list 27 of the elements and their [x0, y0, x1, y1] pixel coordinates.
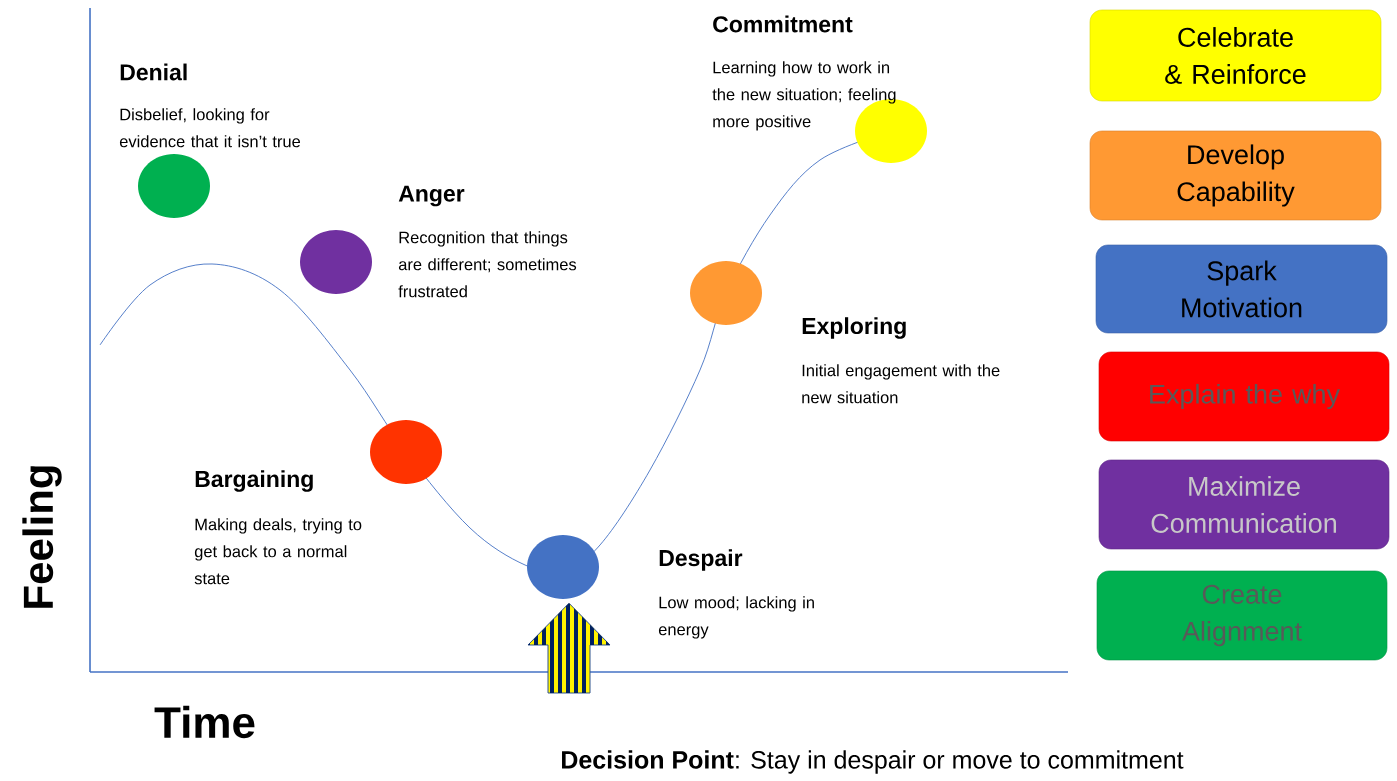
- stage-box: Develop Capability: [1089, 130, 1382, 221]
- stage-heading: Exploring: [802, 317, 906, 339]
- stage-circle: [690, 261, 762, 325]
- stage-circle: [138, 154, 210, 218]
- stage-description: Learning how to work in the new situation; feeling more positive: [712, 61, 896, 131]
- stage-description: Initial engagement with the new situation: [802, 364, 1000, 404]
- stage-box: Create Alignment: [1096, 570, 1388, 661]
- stage-circle: [300, 230, 372, 294]
- stage-heading: Denial: [120, 63, 187, 81]
- stage-circle: [527, 535, 599, 599]
- stage-box: Explain the why: [1098, 351, 1390, 442]
- block-arrow: [527, 602, 611, 694]
- axis-label: Time: [154, 705, 255, 739]
- stage-heading: Anger: [398, 185, 465, 207]
- stage-heading: Bargaining: [195, 470, 313, 492]
- stage-description: Low mood; lacking in energy: [658, 596, 814, 639]
- stage-circle: [370, 420, 442, 484]
- stage-heading: Despair: [659, 549, 743, 571]
- note-text: Decision Point: Stay in despair or move to commitment: [562, 750, 1184, 774]
- stage-heading: Commitment: [713, 15, 853, 33]
- stage-box: Spark Motivation: [1095, 244, 1388, 334]
- stage-description: Making deals, trying to get back to a normal state: [194, 518, 362, 585]
- stage-description: Recognition that things are different; sometimes frustrated: [398, 231, 577, 298]
- stage-box: Maximize Communication: [1098, 459, 1390, 550]
- stage-description: Disbelief, looking for evidence that it isn’t true: [119, 108, 301, 148]
- stage-box: Celebrate & Reinforce: [1089, 9, 1382, 102]
- axis-label: Feeling: [22, 466, 62, 608]
